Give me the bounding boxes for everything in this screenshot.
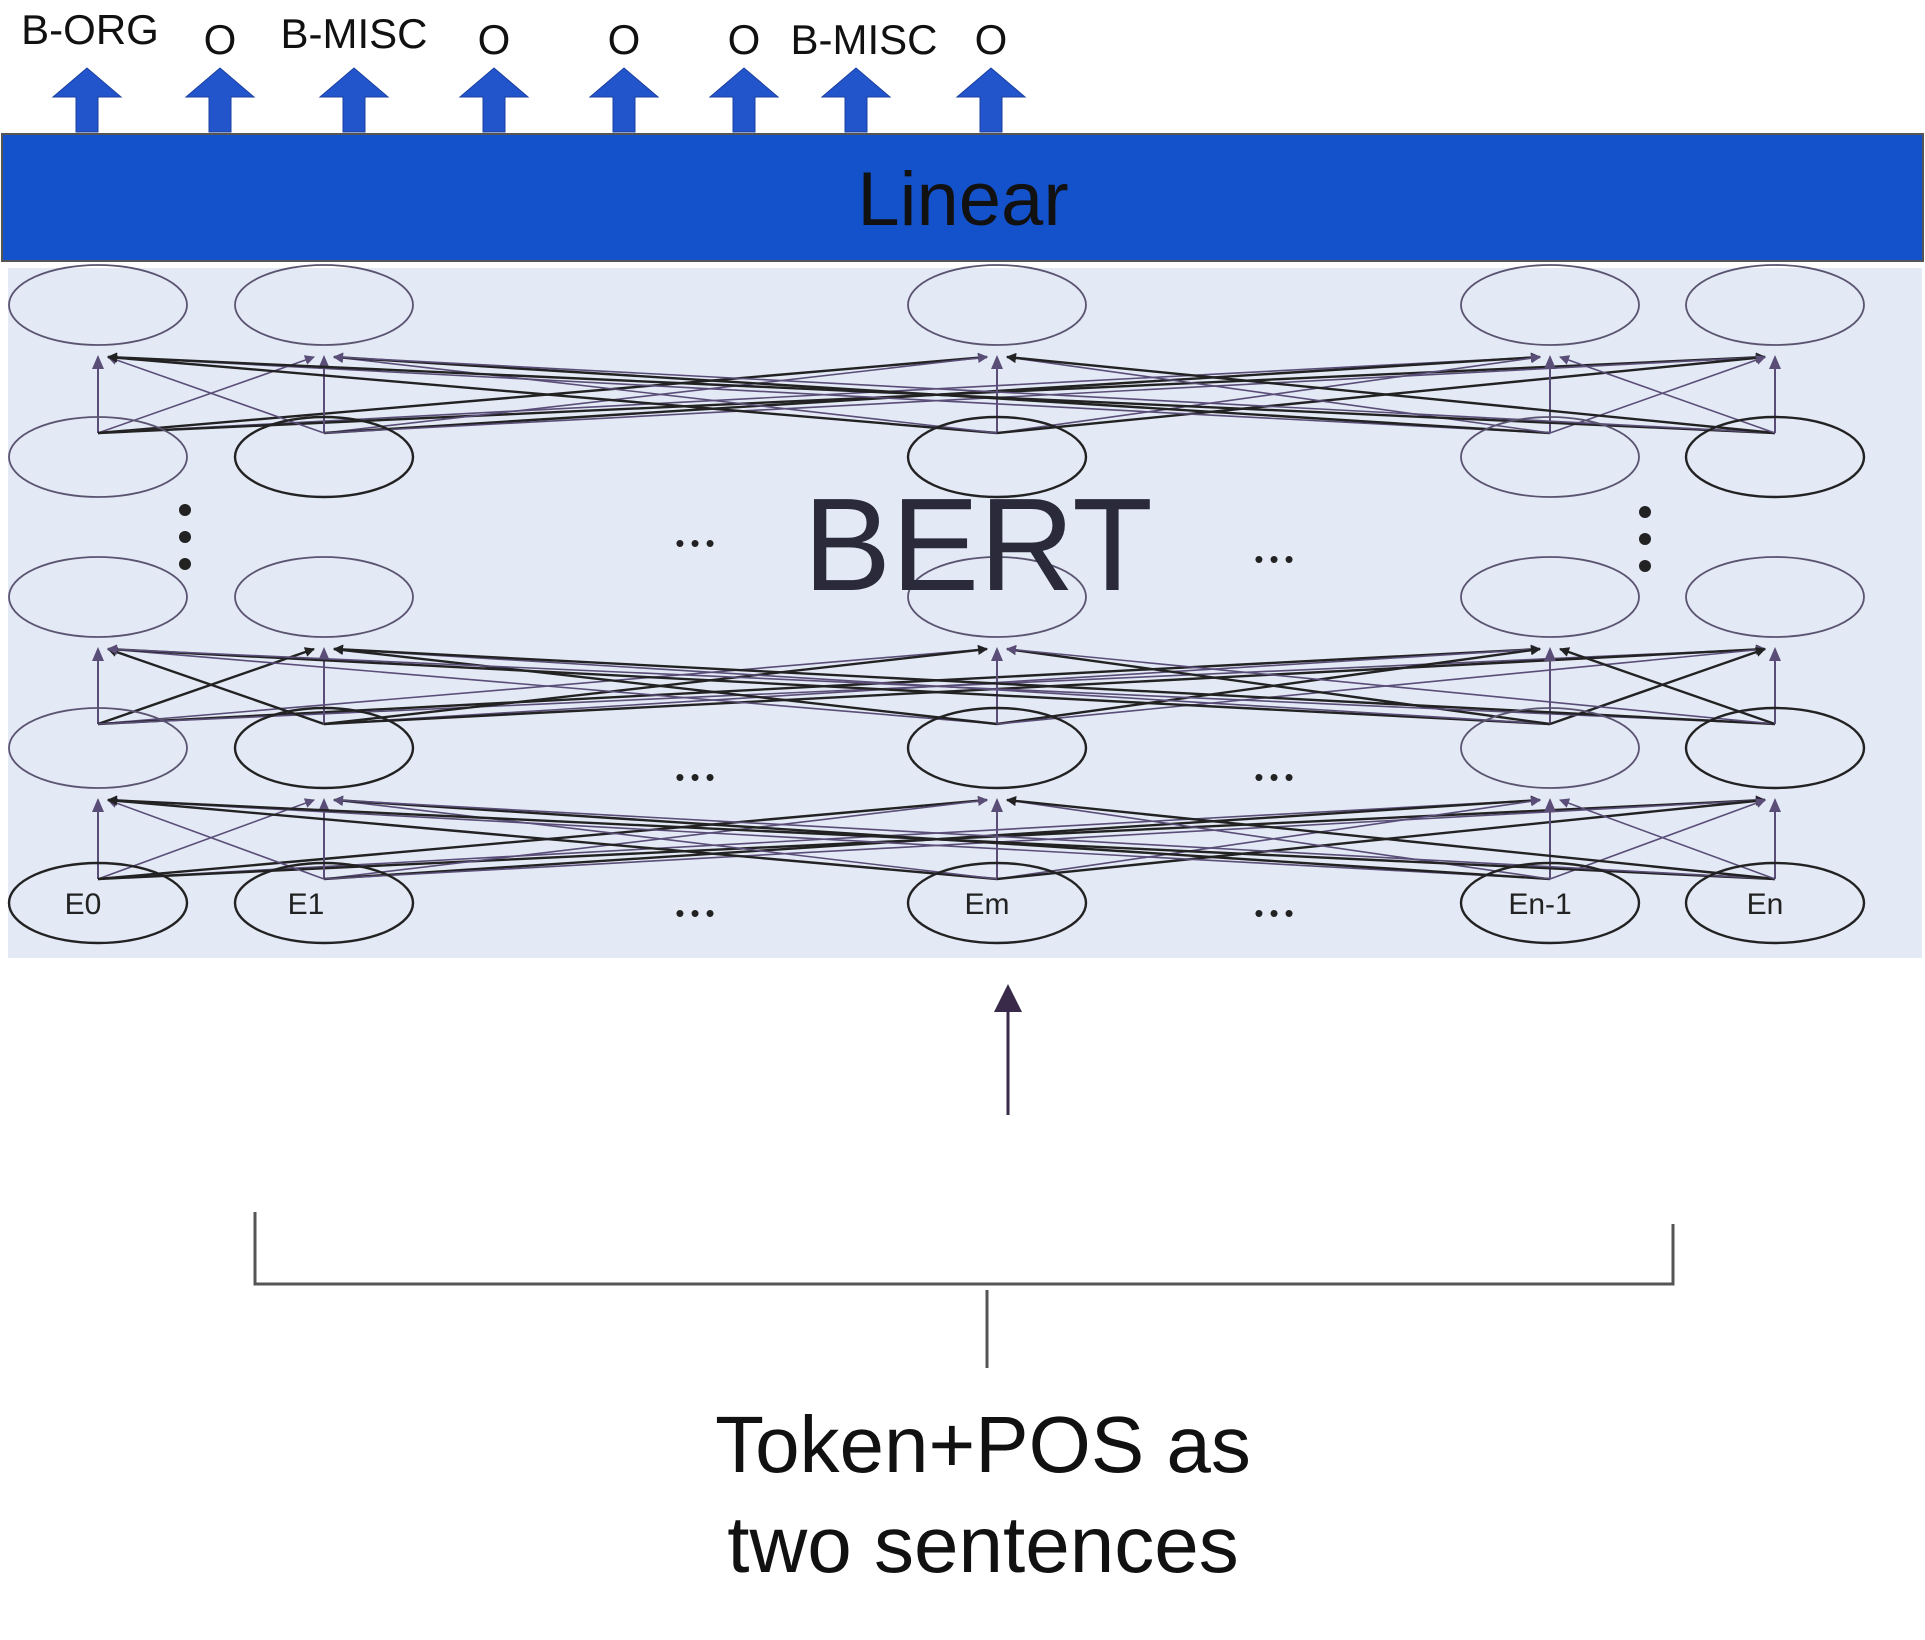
attention-edge bbox=[107, 352, 998, 435]
ellipsis-middle-right: ••• bbox=[1254, 762, 1299, 792]
output-arrow bbox=[588, 67, 660, 133]
attention-edge bbox=[333, 795, 1776, 880]
output-tag-label: O bbox=[608, 16, 641, 63]
input-caption-line1: Token+POS as bbox=[715, 1400, 1251, 1489]
embedding-node bbox=[1459, 861, 1641, 945]
hidden-node bbox=[907, 556, 1087, 638]
hidden-node bbox=[234, 556, 414, 638]
output-tag-label: O bbox=[204, 16, 237, 63]
attention-edge bbox=[333, 353, 998, 434]
output-arrow bbox=[820, 67, 892, 133]
attention-edge bbox=[1006, 795, 1776, 881]
attention-edge bbox=[107, 644, 1776, 725]
hidden-node bbox=[233, 415, 415, 499]
attention-connections bbox=[92, 352, 1781, 881]
hidden-node bbox=[233, 706, 415, 790]
attention-edge bbox=[323, 796, 988, 880]
attention-edge bbox=[107, 352, 1776, 435]
attention-edge bbox=[107, 795, 998, 881]
hidden-node bbox=[1460, 556, 1640, 638]
attention-edge bbox=[1006, 644, 1776, 725]
output-arrow bbox=[708, 67, 780, 133]
connection-block bbox=[92, 352, 1781, 435]
attention-edge bbox=[996, 644, 1766, 725]
output-arrow bbox=[51, 67, 123, 133]
input-caption-line2: two sentences bbox=[727, 1500, 1238, 1589]
vertical-ellipsis-right bbox=[1639, 506, 1651, 572]
output-tag-label: O bbox=[975, 16, 1008, 63]
bert-nodes: E0 E1 Em En-1 En bbox=[7, 264, 1866, 945]
hidden-node bbox=[234, 264, 414, 346]
output-tag-label: O bbox=[728, 16, 761, 63]
attention-edge bbox=[107, 644, 998, 725]
attention-edge bbox=[1006, 796, 1551, 880]
output-arrow bbox=[458, 67, 530, 133]
attention-edge bbox=[333, 352, 1776, 434]
ellipsis-upper-right: ••• bbox=[1254, 544, 1299, 574]
linear-layer bbox=[1, 133, 1924, 262]
attention-edge bbox=[333, 796, 998, 880]
input-bracket bbox=[253, 1212, 1675, 1368]
hidden-node bbox=[906, 415, 1088, 499]
embedding-node bbox=[906, 861, 1088, 945]
hidden-node bbox=[8, 264, 188, 346]
output-tag-label: O bbox=[478, 16, 511, 63]
attention-edge bbox=[1006, 352, 1776, 435]
ellipsis-bottom-right: ••• bbox=[1254, 898, 1299, 928]
attention-edge bbox=[1006, 353, 1551, 434]
ellipsis-middle-left: ••• bbox=[675, 762, 720, 792]
hidden-node bbox=[1685, 556, 1865, 638]
hidden-node bbox=[8, 707, 188, 789]
attention-edge bbox=[107, 352, 1551, 434]
attention-edge bbox=[1006, 645, 1551, 726]
output-tag-label: B-MISC bbox=[281, 10, 428, 57]
output-arrow bbox=[318, 67, 390, 133]
attention-edge bbox=[323, 353, 988, 434]
output-tags: B-ORG O B-MISC O O O B-MISC O bbox=[21, 6, 1027, 133]
attention-edge bbox=[97, 644, 988, 725]
bert-panel bbox=[8, 268, 1922, 958]
connection-block bbox=[92, 644, 1781, 726]
hidden-node bbox=[8, 556, 188, 638]
hidden-node bbox=[1460, 416, 1640, 498]
bert-label: BERT bbox=[803, 471, 1153, 618]
vertical-ellipsis-left bbox=[179, 504, 191, 570]
hidden-node bbox=[1685, 264, 1865, 346]
embedding-node bbox=[233, 861, 415, 945]
hidden-node bbox=[1460, 707, 1640, 789]
hidden-node bbox=[8, 416, 188, 498]
hidden-node bbox=[1684, 706, 1866, 790]
hidden-node bbox=[1460, 264, 1640, 346]
output-tag-label: B-ORG bbox=[21, 6, 159, 53]
output-arrow bbox=[955, 67, 1027, 133]
attention-edge bbox=[107, 795, 1776, 881]
attention-edge bbox=[107, 644, 1551, 726]
output-arrow bbox=[184, 67, 256, 133]
attention-edge bbox=[107, 795, 1551, 880]
ellipsis-bottom-left: ••• bbox=[675, 898, 720, 928]
ellipsis-upper-left: ••• bbox=[675, 528, 720, 558]
embedding-node bbox=[7, 861, 189, 945]
embedding-node bbox=[1684, 861, 1866, 945]
attention-edge bbox=[996, 796, 1541, 880]
embedding-label: En-1 bbox=[1508, 888, 1571, 921]
attention-edge bbox=[333, 644, 1776, 726]
connection-block bbox=[92, 795, 1781, 881]
embedding-label: E1 bbox=[288, 888, 325, 921]
hidden-node bbox=[1684, 415, 1866, 499]
embedding-label: Em bbox=[965, 888, 1010, 921]
output-tag-label: B-MISC bbox=[791, 16, 938, 63]
hidden-node bbox=[906, 706, 1088, 790]
attention-edge bbox=[996, 353, 1541, 434]
attention-edge bbox=[996, 645, 1541, 726]
linear-label: Linear bbox=[857, 157, 1068, 242]
input-arrow-head bbox=[994, 984, 1022, 1012]
attention-edge bbox=[333, 645, 998, 726]
hidden-node bbox=[907, 264, 1087, 346]
embedding-label: E0 bbox=[65, 888, 102, 921]
embedding-label: En bbox=[1747, 888, 1784, 921]
